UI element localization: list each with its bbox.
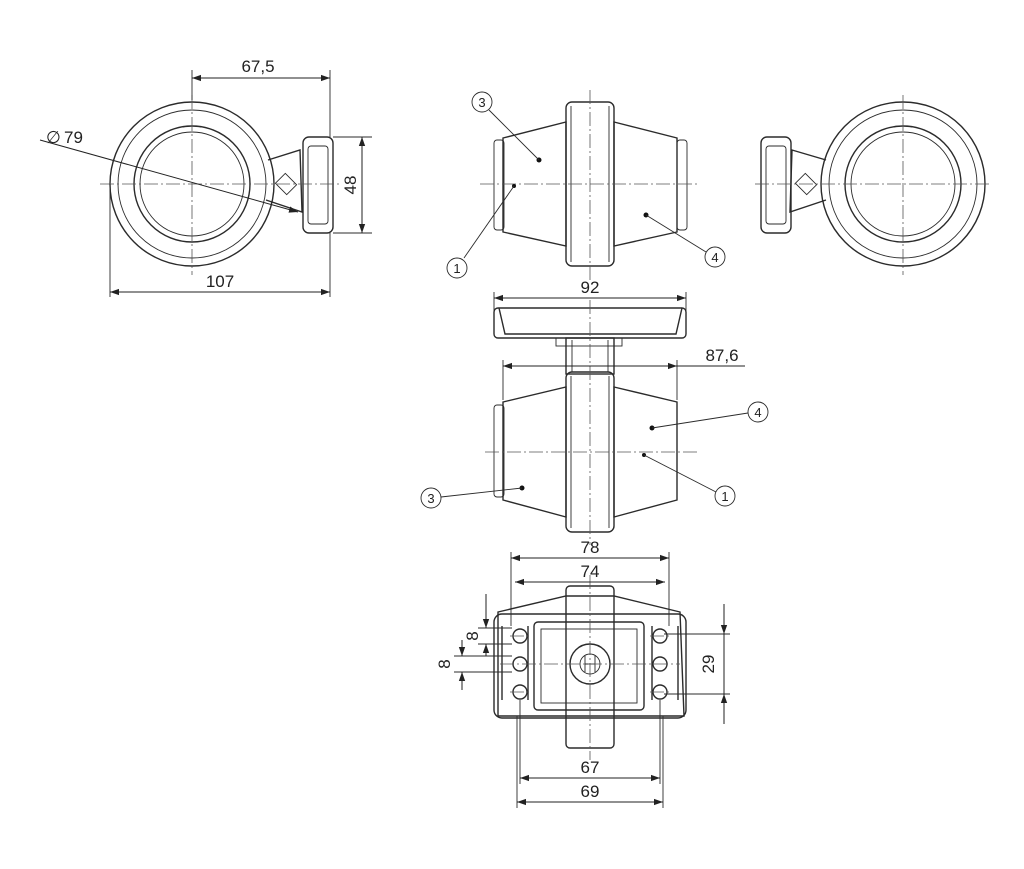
dim-8-upper-label: 8 [463,631,482,640]
dim-92-label: 92 [581,278,600,297]
callout-4-mid: 4 [754,405,761,420]
front-view-left [39,95,340,275]
callout-1-mid: 1 [721,489,728,504]
dim-front-left: 67,5 48 107 ∅ 79 [46,57,372,297]
dim-79-label: 79 [64,128,83,147]
dim-29-label: 29 [699,655,718,674]
dim-top-view: 92 87,6 [493,278,745,400]
top-view-middle [485,300,700,545]
dim-67-5-label: 67,5 [241,57,274,76]
callouts-side-top: 3 1 4 [446,91,726,279]
bottom-view [493,575,687,760]
side-view-top [480,90,700,280]
dim-87-6-label: 87,6 [705,346,738,365]
dim-67-label: 67 [581,758,600,777]
front-view-right [755,95,990,275]
callout-3-mid: 3 [427,491,434,506]
dim-69-label: 69 [581,782,600,801]
callout-1-top: 1 [453,261,460,276]
dim-8-lower-label: 8 [435,659,454,668]
dim-48-label: 48 [341,176,360,195]
callouts-top-view: 4 1 3 [420,401,769,509]
callout-3-top: 3 [478,95,485,110]
dim-bottom-view: 78 74 29 8 8 67 69 [435,538,730,808]
dim-diameter-symbol: ∅ [46,128,61,147]
dim-74-label: 74 [581,562,600,581]
dim-107-label: 107 [206,272,234,291]
callout-4-top: 4 [711,250,718,265]
dim-78-label: 78 [581,538,600,557]
